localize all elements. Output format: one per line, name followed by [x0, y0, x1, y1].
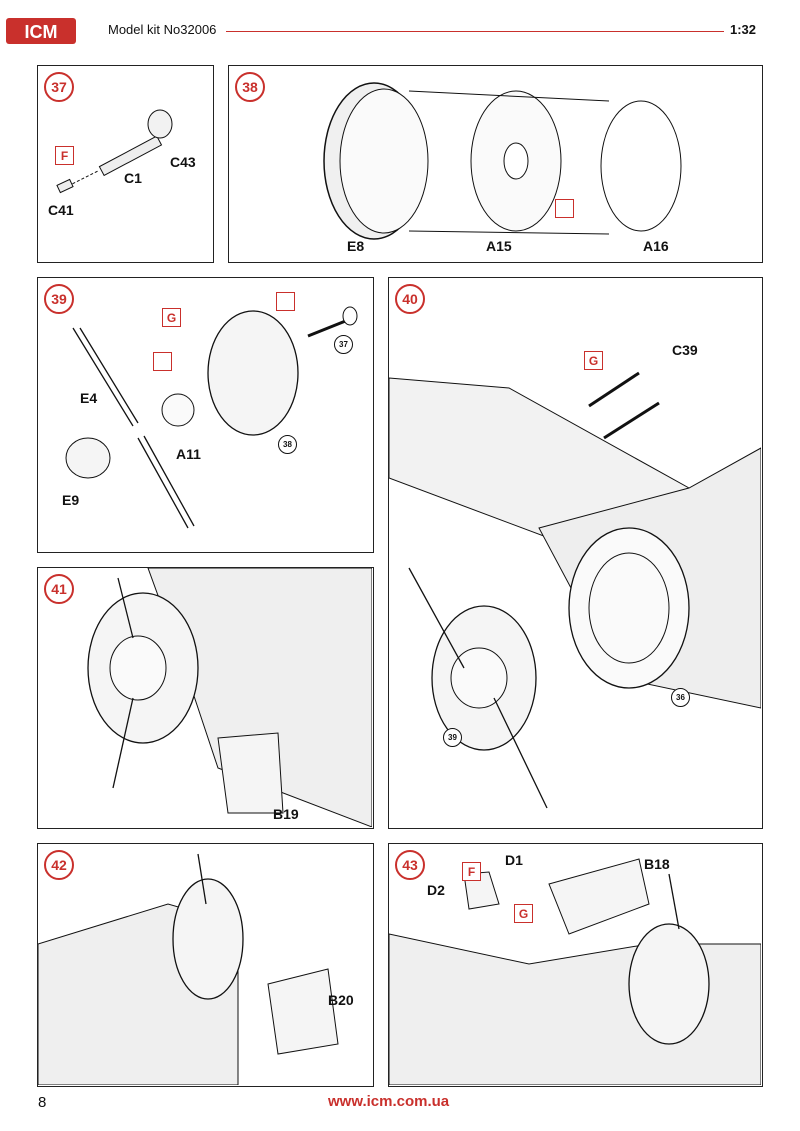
step-39-panel: 39 G 37 38 E4 A11 E9: [37, 277, 374, 553]
step-40-badge: 40: [395, 284, 425, 314]
part-tag-f: F: [462, 862, 481, 881]
part-label-d2: D2: [427, 882, 445, 898]
part-label-a15: A15: [486, 238, 512, 254]
glue-warning-icon: [276, 292, 295, 311]
step-42-panel: 42 B20: [37, 843, 374, 1087]
ref-step-37: 37: [334, 335, 353, 354]
part-label-b20: B20: [328, 992, 354, 1008]
step-38-drawing: [323, 82, 682, 240]
ref-step-36: 36: [671, 688, 690, 707]
step-40-drawing: [389, 371, 761, 809]
step-37-drawing: [56, 109, 173, 194]
part-label-c43: C43: [170, 154, 196, 170]
step-43-badge: 43: [395, 850, 425, 880]
part-label-c1: C1: [124, 170, 142, 186]
step-37-badge: 37: [44, 72, 74, 102]
glue-warning-icon: [555, 199, 574, 218]
step-41-drawing: [87, 568, 372, 827]
part-label-a16: A16: [643, 238, 669, 254]
step-37-panel: 37 F C41 C1 C43: [37, 65, 214, 263]
footer-url[interactable]: www.icm.com.ua: [328, 1093, 450, 1110]
step-38-badge: 38: [235, 72, 265, 102]
header-rule: [226, 31, 724, 32]
part-label-a11: A11: [176, 446, 201, 462]
page-title: Model kit No32006: [108, 22, 217, 37]
step-39-drawing: [65, 306, 358, 529]
step-41-panel: 41 B19: [37, 567, 374, 829]
part-label-b19: B19: [273, 806, 299, 822]
part-label-b18: B18: [644, 856, 670, 872]
brand-logo: ICM: [6, 18, 76, 44]
part-label-c39: C39: [672, 342, 698, 358]
glue-warning-icon: [153, 352, 172, 371]
ref-step-39: 39: [443, 728, 462, 747]
step-39-badge: 39: [44, 284, 74, 314]
part-label-d1: D1: [505, 852, 523, 868]
step-40-panel: 40 G C39 36 39: [388, 277, 763, 829]
step-42-drawing: [38, 853, 339, 1085]
part-label-c41: C41: [48, 202, 74, 218]
scale-label: 1:32: [730, 22, 757, 37]
part-label-e9: E9: [62, 492, 80, 508]
step-42-badge: 42: [44, 850, 74, 880]
step-41-badge: 41: [44, 574, 74, 604]
step-43-drawing: [389, 858, 761, 1085]
step-43-panel: 43 D1 D2 F G B18: [388, 843, 763, 1087]
part-tag-f: F: [55, 146, 74, 165]
page-number: 8: [38, 1094, 47, 1111]
ref-step-38: 38: [278, 435, 297, 454]
part-tag-g: G: [162, 308, 181, 327]
part-label-e4: E4: [80, 390, 98, 406]
part-tag-g: G: [584, 351, 603, 370]
part-label-e8: E8: [347, 238, 365, 254]
logo-text: ICM: [25, 22, 58, 42]
part-tag-g: G: [514, 904, 533, 923]
step-38-panel: 38 E8 A15 A16: [228, 65, 763, 263]
